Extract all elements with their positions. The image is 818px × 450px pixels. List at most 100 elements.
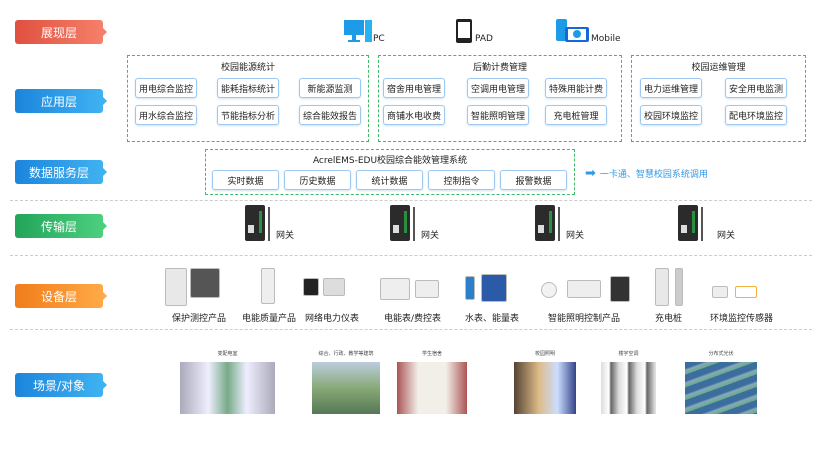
gateway-icon (678, 205, 698, 241)
system-title: AcrelEMS-EDU校园综合能效管理系统 (312, 156, 468, 166)
layer-label-device: 设备层 (15, 284, 107, 308)
gateway-icon (535, 205, 555, 241)
group-title: 校园能源统计 (220, 63, 275, 73)
energy-meter-image (380, 278, 410, 300)
data-button[interactable]: 控制指令 (428, 170, 495, 190)
scene-substation: 变配电室 (180, 350, 275, 414)
app-button[interactable]: 安全用电监测 (725, 78, 787, 98)
device-label: PC (373, 34, 385, 44)
scene-image (180, 362, 275, 414)
data-button[interactable]: 历史数据 (284, 170, 351, 190)
gateway-label: 网关 (566, 231, 585, 241)
device-label: 充电桩 (655, 314, 683, 324)
scene-pv: 分布式光伏 (685, 350, 757, 414)
app-button[interactable]: 电力运维管理 (640, 78, 702, 98)
app-button[interactable]: 充电桩管理 (545, 105, 607, 125)
gateway-icon (390, 205, 410, 241)
device-mobile: Mobile (555, 18, 621, 44)
external-call-label: 一卡通、智慧校园系统调用 (599, 170, 708, 180)
data-button[interactable]: 实时数据 (212, 170, 279, 190)
divider (10, 329, 812, 330)
power-meter-image (303, 278, 319, 296)
water-meter-image (465, 276, 475, 300)
app-button[interactable]: 商铺水电收费 (383, 105, 445, 125)
divider (10, 200, 812, 201)
power-quality-image (261, 268, 275, 304)
monitor-icon (344, 20, 372, 42)
layer-label-presentation: 展现层 (15, 20, 107, 44)
app-button[interactable]: 智能照明管理 (467, 105, 529, 125)
mobile-icon (556, 19, 589, 42)
data-button[interactable]: 报警数据 (500, 170, 567, 190)
protection-relay-image (165, 268, 187, 306)
charger-image (655, 268, 669, 306)
layer-label-application: 应用层 (15, 89, 107, 113)
app-group-billing: 后勤计费管理 宿舍用电管理 空调用电管理 特殊用能计费 商铺水电收费 智能照明管… (378, 55, 622, 142)
device-pad: PAD (455, 18, 493, 44)
gateway: 网关 (678, 205, 735, 241)
gateway-label: 网关 (421, 231, 440, 241)
app-button[interactable]: 用水综合监控 (135, 105, 197, 125)
gateway: 网关 (535, 205, 584, 241)
heat-meter-image (481, 274, 507, 302)
device-label: 智能照明控制产品 (548, 314, 621, 324)
app-group-operations: 校园运维管理 电力运维管理 安全用电监测 校园环境监控 配电环境监控 (631, 55, 806, 142)
data-button[interactable]: 统计数据 (356, 170, 423, 190)
energy-meter-image (415, 280, 439, 298)
scene-label: 学生宿舍 (421, 351, 442, 357)
scene-label: 变配电室 (217, 351, 238, 357)
app-button[interactable]: 能耗指标统计 (217, 78, 279, 98)
scene-label: 综合、行政、教学等建筑 (318, 351, 374, 357)
external-call: ➡ 一卡通、智慧校园系统调用 (585, 166, 708, 181)
arrow-right-icon: ➡ (585, 166, 596, 181)
scene-dormitory: 学生宿舍 (397, 350, 467, 414)
device-label: 网络电力仪表 (305, 314, 360, 324)
app-group-energy-stats: 校园能源统计 用电综合监控 能耗指标统计 新能源监测 用水综合监控 节能指标分析… (127, 55, 369, 142)
scene-image (685, 362, 757, 414)
env-sensor-image (735, 286, 757, 298)
app-button[interactable]: 宿舍用电管理 (383, 78, 445, 98)
app-button[interactable]: 空调用电管理 (467, 78, 529, 98)
group-title: 校园运维管理 (691, 63, 746, 73)
gateway: 网关 (245, 205, 294, 241)
gateway-label: 网关 (717, 231, 736, 241)
charger-image (675, 268, 683, 306)
device-label: 环境监控传感器 (710, 314, 774, 324)
app-button[interactable]: 节能指标分析 (217, 105, 279, 125)
device-label: 电能表/费控表 (384, 314, 442, 324)
panel-image (610, 276, 630, 302)
scene-image (514, 362, 576, 414)
scene-label: 分布式光伏 (708, 351, 734, 357)
scene-label: 楼宇空调 (618, 351, 639, 357)
layer-label-data-service: 数据服务层 (15, 160, 107, 184)
app-button[interactable]: 综合能效报告 (299, 105, 361, 125)
gateway-label: 网关 (276, 231, 295, 241)
device-label: 电能质量产品 (242, 314, 297, 324)
device-label: PAD (475, 34, 493, 44)
scene-label: 校园照明 (534, 351, 555, 357)
app-button[interactable]: 特殊用能计费 (545, 78, 607, 98)
app-button[interactable]: 用电综合监控 (135, 78, 197, 98)
device-pc: PC (343, 18, 385, 44)
scene-image (397, 362, 467, 414)
scene-buildings: 综合、行政、教学等建筑 (312, 350, 380, 414)
group-title: 后勤计费管理 (472, 63, 527, 73)
app-button[interactable]: 校园环境监控 (640, 105, 702, 125)
lighting-controller-image (567, 280, 601, 298)
scene-hvac: 楼宇空调 (601, 350, 656, 414)
app-button[interactable]: 新能源监测 (299, 78, 361, 98)
data-service-system: AcrelEMS-EDU校园综合能效管理系统 实时数据 历史数据 统计数据 控制… (205, 149, 575, 195)
gateway: 网关 (390, 205, 439, 241)
device-label: 水表、能量表 (465, 314, 520, 324)
protection-panel-image (190, 268, 220, 298)
gateway-icon (245, 205, 265, 241)
scene-image (312, 362, 380, 414)
layer-label-scene: 场景/对象 (15, 373, 107, 397)
scene-lighting: 校园照明 (514, 350, 576, 414)
tablet-icon (456, 19, 472, 43)
layer-label-transport: 传输层 (15, 214, 107, 238)
app-button[interactable]: 配电环境监控 (725, 105, 787, 125)
env-sensor-image (712, 286, 728, 298)
scene-image (601, 362, 656, 414)
device-label: 保护测控产品 (172, 314, 227, 324)
